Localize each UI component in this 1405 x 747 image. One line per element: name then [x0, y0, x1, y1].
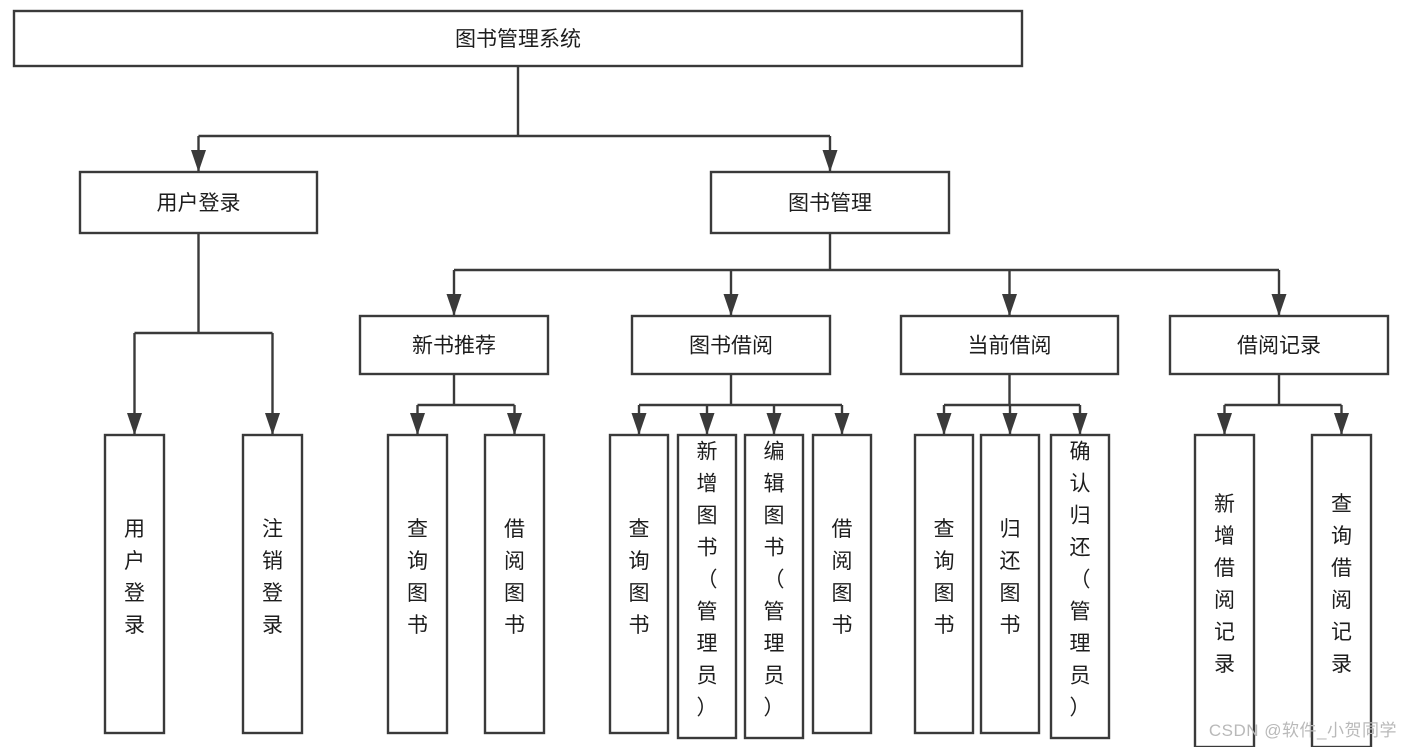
node-leaf-logout[interactable]: 注销登录 — [241, 433, 304, 735]
arrow-head-icon — [410, 413, 425, 435]
node-leaf-borrow-book-rec[interactable]: 借阅图书 — [483, 433, 546, 735]
arrow-head-icon — [1002, 294, 1017, 316]
arrow-head-icon — [723, 294, 739, 316]
arrow-head-icon — [127, 413, 142, 435]
node-new-book-rec[interactable]: 新书推荐 — [358, 314, 550, 376]
node-box[interactable] — [709, 170, 951, 235]
node-box[interactable] — [979, 433, 1041, 735]
node-label: 用户登录 — [157, 192, 241, 215]
node-label: 借阅图书 — [504, 518, 525, 637]
node-leaf-borrow-book-bb[interactable]: 借阅图书 — [811, 433, 873, 735]
node-leaf-return-book[interactable]: 归还图书 — [979, 433, 1041, 735]
arrow-head-icon — [1002, 413, 1018, 435]
node-label: 新增借阅记录 — [1214, 493, 1235, 676]
node-label: 借阅记录 — [1237, 335, 1321, 358]
node-leaf-add-record[interactable]: 新增借阅记录 — [1193, 433, 1256, 747]
node-label: 查询借阅记录 — [1331, 493, 1352, 676]
arrow-head-icon — [1217, 413, 1232, 435]
arrow-head-icon — [699, 413, 715, 435]
node-user-login[interactable]: 用户登录 — [78, 170, 319, 235]
nodes-layer: 图书管理系统用户登录图书管理新书推荐图书借阅当前借阅借阅记录用户登录注销登录查询… — [12, 9, 1390, 747]
node-leaf-add-book-admin[interactable]: 新增图书（管理员） — [676, 433, 738, 740]
node-box[interactable] — [1049, 433, 1111, 740]
node-leaf-query-book-rec[interactable]: 查询图书 — [386, 433, 449, 735]
node-label: 当前借阅 — [968, 335, 1052, 358]
arrow-head-icon — [507, 413, 522, 435]
node-box[interactable] — [103, 433, 166, 735]
node-box[interactable] — [1193, 433, 1256, 747]
node-leaf-edit-book-admin[interactable]: 编辑图书（管理员） — [743, 433, 805, 740]
connectors-layer — [127, 66, 1349, 435]
node-box[interactable] — [743, 433, 805, 740]
node-box[interactable] — [386, 433, 449, 735]
node-label: 图书管理系统 — [455, 28, 581, 51]
node-label: 注销登录 — [262, 518, 283, 637]
arrow-head-icon — [834, 413, 850, 435]
arrow-head-icon — [446, 294, 462, 316]
node-box[interactable] — [630, 314, 832, 376]
node-box[interactable] — [241, 433, 304, 735]
node-label: 编辑图书（管理员） — [764, 441, 785, 720]
node-box[interactable] — [676, 433, 738, 740]
arrow-head-icon — [822, 150, 838, 172]
node-current-borrow[interactable]: 当前借阅 — [899, 314, 1120, 376]
node-book-manage[interactable]: 图书管理 — [709, 170, 951, 235]
arrow-head-icon — [936, 413, 952, 435]
node-leaf-confirm-return-admin[interactable]: 确认归还（管理员） — [1049, 433, 1111, 740]
node-label: 确认归还（管理员） — [1070, 441, 1091, 720]
node-box[interactable] — [358, 314, 550, 376]
node-label: 查询图书 — [407, 518, 428, 637]
node-box[interactable] — [608, 433, 670, 735]
node-book-borrow[interactable]: 图书借阅 — [630, 314, 832, 376]
arrow-head-icon — [265, 413, 280, 435]
node-leaf-query-record[interactable]: 查询借阅记录 — [1310, 433, 1373, 747]
node-label: 归还图书 — [1000, 518, 1021, 637]
node-box[interactable] — [899, 314, 1120, 376]
node-label: 图书借阅 — [689, 335, 773, 358]
node-box[interactable] — [913, 433, 975, 735]
arrow-head-icon — [1072, 413, 1088, 435]
node-leaf-query-book-cb[interactable]: 查询图书 — [913, 433, 975, 735]
watermark-label: CSDN @软件_小贺同学 — [1208, 721, 1397, 740]
node-label: 图书管理 — [788, 192, 872, 215]
arrow-head-icon — [631, 413, 647, 435]
node-label: 用户登录 — [124, 518, 145, 637]
node-root[interactable]: 图书管理系统 — [12, 9, 1024, 68]
node-box[interactable] — [1310, 433, 1373, 747]
node-box[interactable] — [483, 433, 546, 735]
node-label: 新增图书（管理员） — [697, 441, 718, 720]
node-leaf-query-book-bb[interactable]: 查询图书 — [608, 433, 670, 735]
arrow-head-icon — [766, 413, 782, 435]
node-borrow-record[interactable]: 借阅记录 — [1168, 314, 1390, 376]
node-label: 新书推荐 — [412, 335, 496, 358]
arrow-head-icon — [1271, 294, 1287, 316]
node-box[interactable] — [78, 170, 319, 235]
node-label: 查询图书 — [934, 518, 955, 637]
node-box[interactable] — [811, 433, 873, 735]
arrow-head-icon — [191, 150, 206, 172]
arrow-head-icon — [1334, 413, 1349, 435]
node-label: 查询图书 — [629, 518, 650, 637]
node-label: 借阅图书 — [832, 518, 853, 637]
node-box[interactable] — [12, 9, 1024, 68]
node-leaf-user-login[interactable]: 用户登录 — [103, 433, 166, 735]
node-box[interactable] — [1168, 314, 1390, 376]
